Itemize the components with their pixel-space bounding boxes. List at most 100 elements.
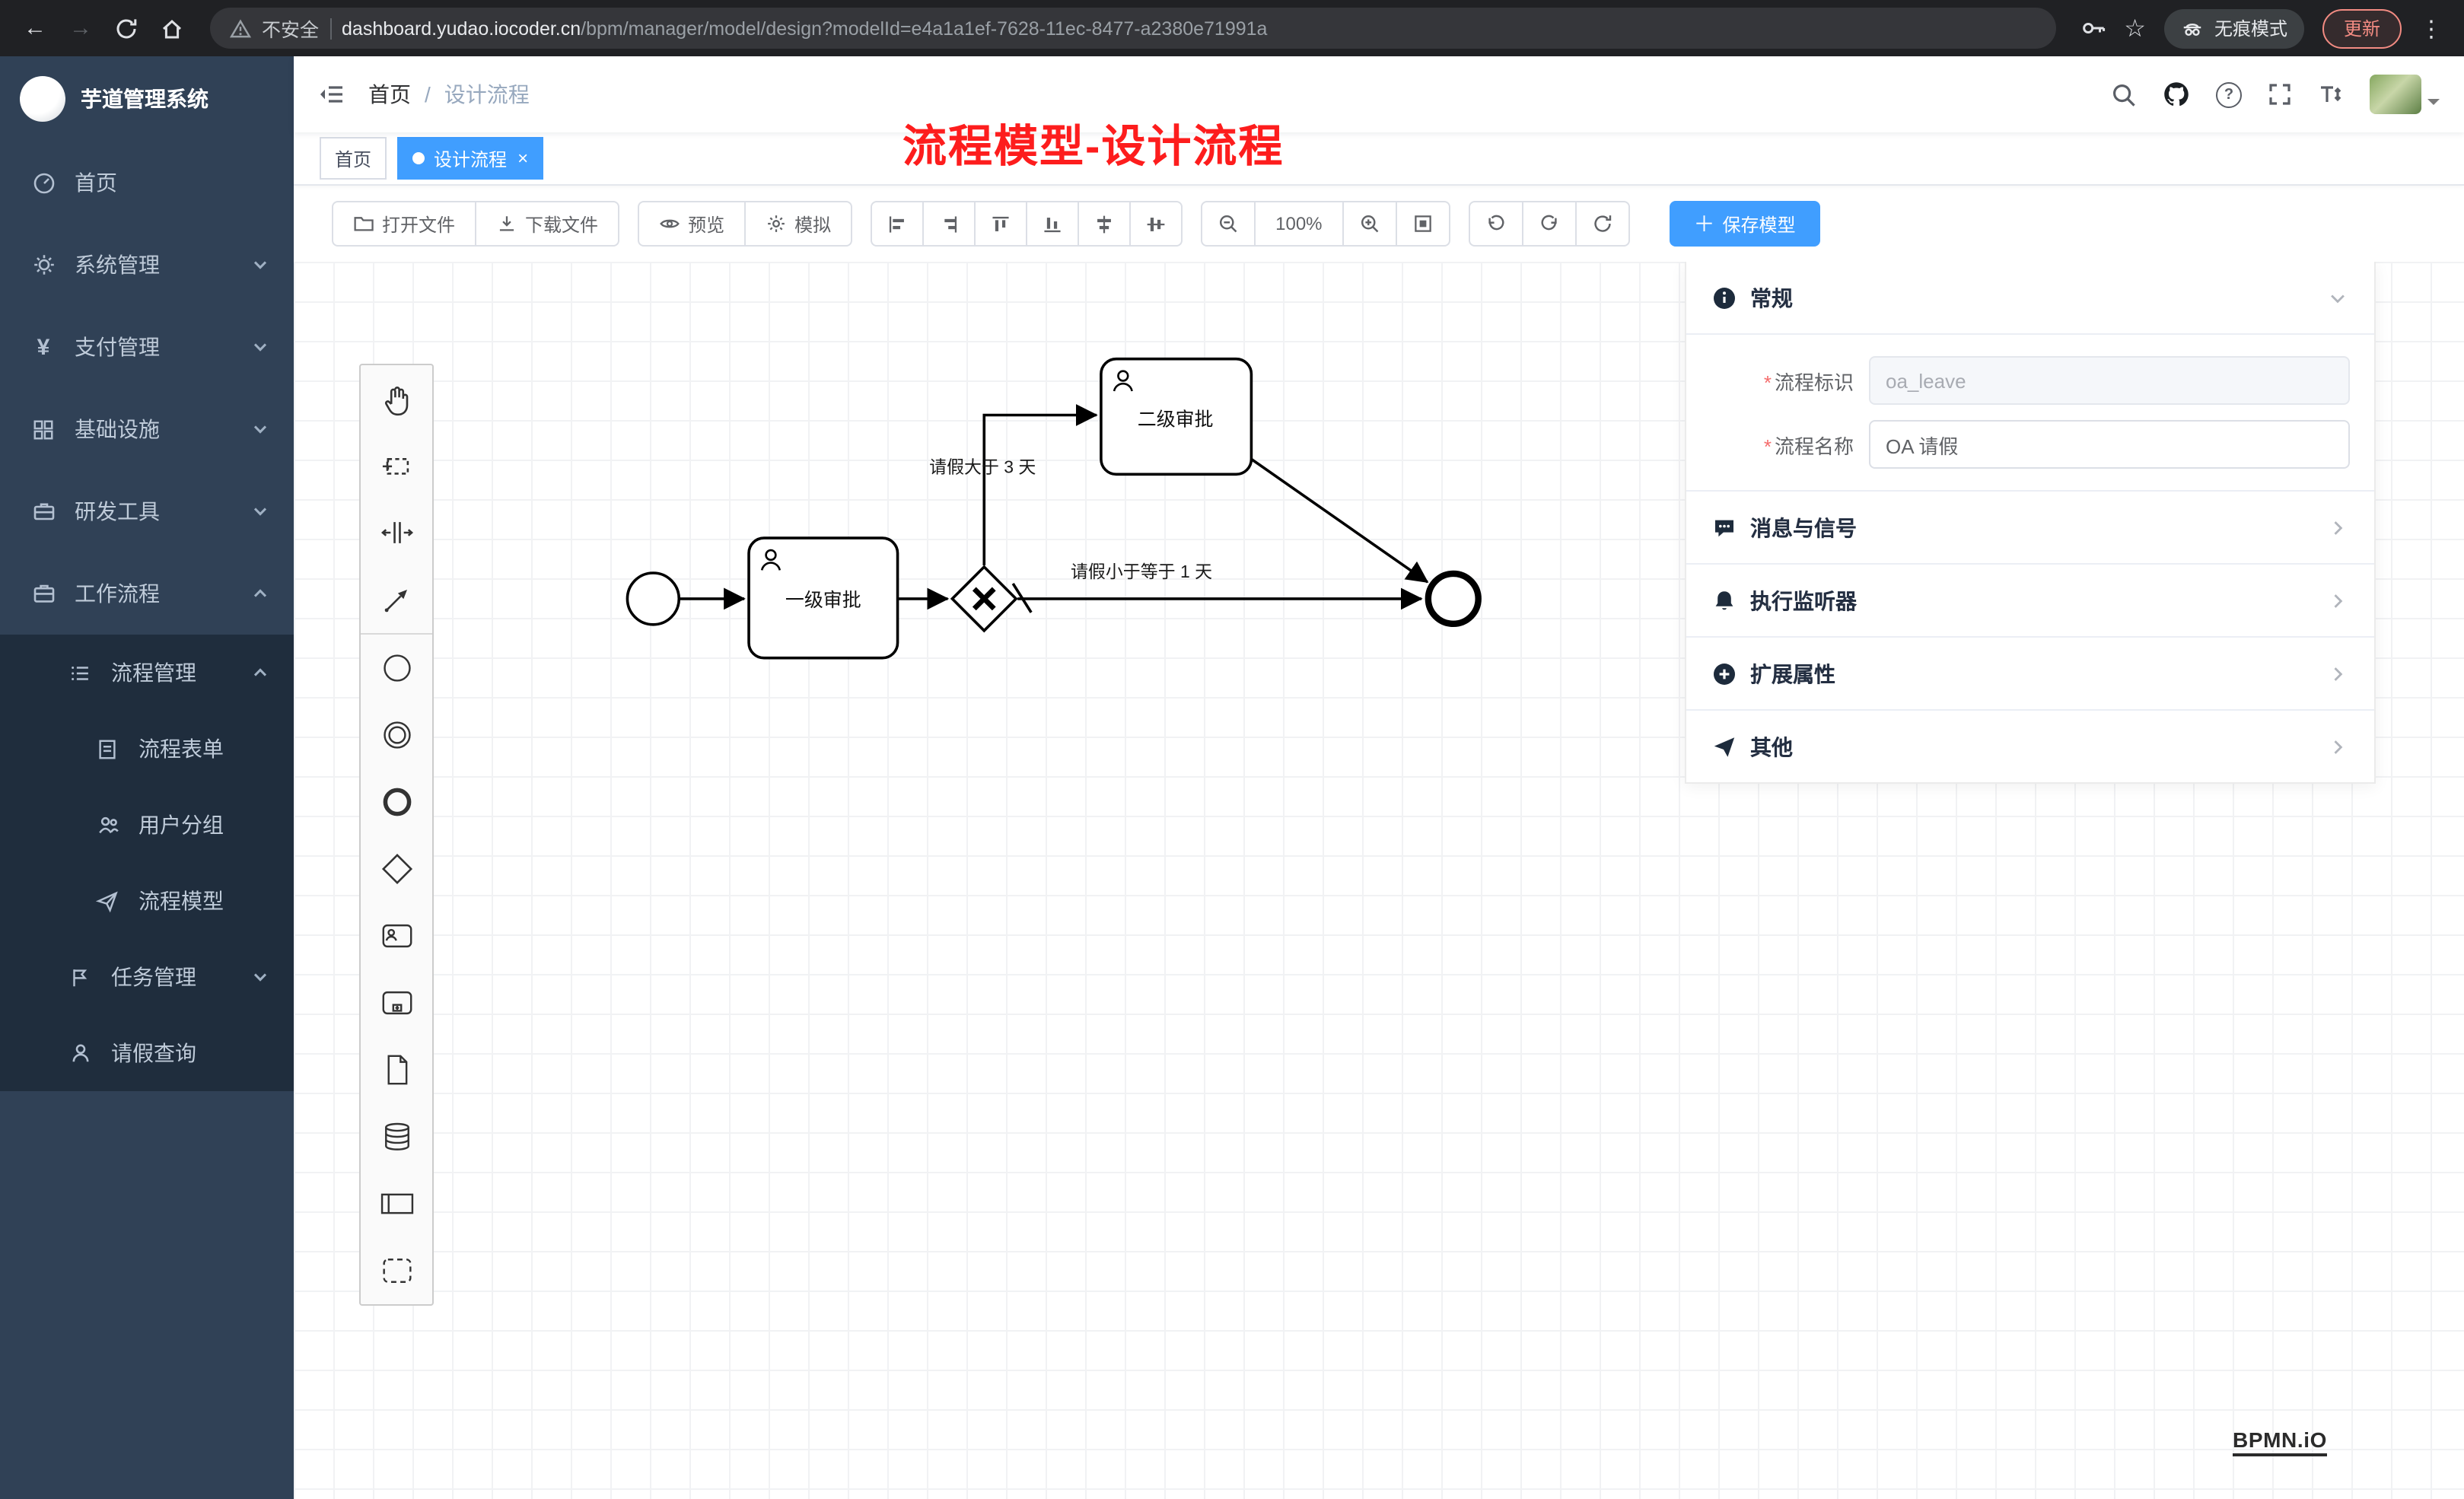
data-object-icon[interactable]	[361, 1036, 432, 1103]
bpmn-palette	[359, 364, 434, 1306]
flow-gateway-to-task2[interactable]	[982, 404, 1098, 566]
sidebar-item-infra[interactable]: 基础设施	[0, 388, 294, 470]
chevron-right-icon	[2327, 590, 2348, 611]
view-button-group: 预览 模拟	[638, 201, 853, 247]
section-messages-signals[interactable]: 消息与信号	[1686, 492, 2374, 565]
exclusive-gateway-icon[interactable]	[361, 835, 432, 902]
user-task-icon[interactable]	[361, 902, 432, 969]
browser-menu-icon[interactable]: ⋮	[2420, 16, 2443, 42]
save-model-button[interactable]: ＋ 保存模型	[1669, 201, 1820, 247]
fullscreen-icon[interactable]	[2268, 82, 2292, 107]
section-execution-listener[interactable]: 执行监听器	[1686, 565, 2374, 638]
sidebar-item-process-mgmt[interactable]: 流程管理	[0, 635, 294, 711]
section-extended-attributes[interactable]: 扩展属性	[1686, 638, 2374, 711]
zoom-out-button[interactable]	[1201, 201, 1256, 247]
browser-home-icon[interactable]	[152, 8, 192, 48]
sidebar-item-process-model[interactable]: 流程模型	[0, 863, 294, 939]
user-task-level2[interactable]: 二级审批	[1100, 357, 1253, 476]
section-other[interactable]: 其他	[1686, 711, 2374, 782]
zoom-level-button[interactable]: 100%	[1254, 201, 1344, 247]
list-icon	[67, 660, 93, 686]
restart-button[interactable]	[1574, 201, 1630, 247]
zoom-reset-button[interactable]	[1395, 201, 1450, 247]
refresh-icon	[1593, 215, 1611, 232]
sidebar-item-home[interactable]: 首页	[0, 142, 294, 224]
history-button-group	[1468, 201, 1630, 247]
close-icon[interactable]: ×	[517, 148, 529, 169]
font-size-icon[interactable]	[2318, 82, 2344, 107]
end-event[interactable]	[1425, 570, 1482, 628]
help-icon[interactable]: ?	[2216, 81, 2242, 107]
call-activity-icon[interactable]	[361, 969, 432, 1036]
address-bar[interactable]: 不安全 dashboard.yudao.iocoder.cn/bpm/manag…	[210, 8, 2056, 49]
sidebar-item-task-mgmt[interactable]: 任务管理	[0, 939, 294, 1015]
preview-button[interactable]: 预览	[638, 201, 747, 247]
user-icon	[67, 1040, 93, 1066]
lasso-tool-icon[interactable]	[361, 432, 432, 499]
app-logo[interactable]: 芋道管理系统	[0, 56, 294, 142]
simulate-button[interactable]: 模拟	[744, 201, 853, 247]
tag-home[interactable]: 首页	[320, 137, 387, 180]
start-event-icon[interactable]	[361, 635, 432, 702]
align-center-horizontal-button[interactable]	[1078, 201, 1132, 247]
sidebar-item-payment[interactable]: ¥ 支付管理	[0, 306, 294, 388]
align-bottom-button[interactable]	[1026, 201, 1080, 247]
edge-label-less-equal[interactable]: 请假小于等于 1 天	[1071, 562, 1212, 581]
align-top-button[interactable]	[974, 201, 1028, 247]
hand-tool-icon[interactable]	[361, 365, 432, 432]
navbar-actions: ?	[2111, 75, 2440, 114]
intermediate-event-icon[interactable]	[361, 702, 432, 769]
edge-label-greater[interactable]: 请假大于 3 天	[929, 457, 1036, 476]
sidebar-item-user-group[interactable]: 用户分组	[0, 787, 294, 863]
chrome-update-button[interactable]: 更新	[2322, 8, 2402, 48]
zoom-in-button[interactable]	[1342, 201, 1397, 247]
user-menu[interactable]	[2370, 75, 2440, 114]
breadcrumb-home[interactable]: 首页	[368, 82, 411, 107]
github-icon[interactable]	[2163, 81, 2190, 108]
process-key-input[interactable]	[1869, 356, 2350, 405]
browser-actions: ☆ 无痕模式 更新 ⋮	[2074, 8, 2449, 48]
briefcase-icon	[30, 581, 56, 606]
align-center-vertical-button[interactable]	[1129, 201, 1183, 247]
participant-icon[interactable]	[361, 1170, 432, 1237]
exclusive-gateway[interactable]	[950, 565, 1018, 633]
sidebar-item-workflow[interactable]: 工作流程	[0, 552, 294, 635]
bpmn-io-link[interactable]: BPMN.iO	[2233, 1427, 2327, 1456]
user-task-level1[interactable]: 一级审批	[747, 536, 899, 660]
chevron-down-icon	[2327, 287, 2348, 308]
sidebar-item-devtools[interactable]: 研发工具	[0, 470, 294, 552]
send-icon	[1714, 737, 1735, 756]
menu-fold-icon[interactable]	[318, 81, 345, 108]
flow-task2-to-end[interactable]	[1250, 457, 1429, 584]
space-tool-icon[interactable]	[361, 499, 432, 566]
browser-back-icon[interactable]: ←	[24, 15, 46, 41]
redo-button[interactable]	[1521, 201, 1577, 247]
sidebar-item-process-form[interactable]: 流程表单	[0, 711, 294, 787]
download-file-button[interactable]: 下载文件	[475, 201, 620, 247]
search-icon[interactable]	[2111, 81, 2137, 107]
start-event[interactable]	[626, 571, 681, 626]
group-icon[interactable]	[361, 1237, 432, 1304]
open-file-button[interactable]: 打开文件	[332, 201, 477, 247]
end-event-icon[interactable]	[361, 769, 432, 835]
properties-panel: 常规 *流程标识 *流程名称	[1685, 262, 2376, 784]
bookmark-star-icon[interactable]: ☆	[2124, 16, 2146, 42]
zoom-reset-icon	[1414, 215, 1431, 232]
passkey-icon[interactable]	[2080, 15, 2106, 41]
data-store-icon[interactable]	[361, 1103, 432, 1170]
tag-design[interactable]: 设计流程 ×	[397, 137, 544, 180]
sidebar-item-system[interactable]: 系统管理	[0, 224, 294, 306]
bpmn-diagram[interactable]: 一级审批 二级审批	[294, 262, 2464, 1499]
align-right-button[interactable]	[922, 201, 976, 247]
global-connect-tool-icon[interactable]	[361, 566, 432, 635]
section-general[interactable]: 常规	[1686, 262, 2374, 335]
process-name-input[interactable]	[1869, 420, 2350, 469]
align-right-icon	[944, 215, 957, 232]
browser-reload-icon[interactable]	[107, 8, 146, 48]
align-left-button[interactable]	[871, 201, 925, 247]
bpmn-canvas[interactable]: 一级审批 二级审批	[294, 262, 2464, 1499]
sidebar-item-leave-query[interactable]: 请假查询	[0, 1015, 294, 1091]
chevron-down-icon	[251, 502, 269, 520]
browser-forward-icon[interactable]: →	[69, 15, 92, 41]
undo-button[interactable]	[1468, 201, 1523, 247]
